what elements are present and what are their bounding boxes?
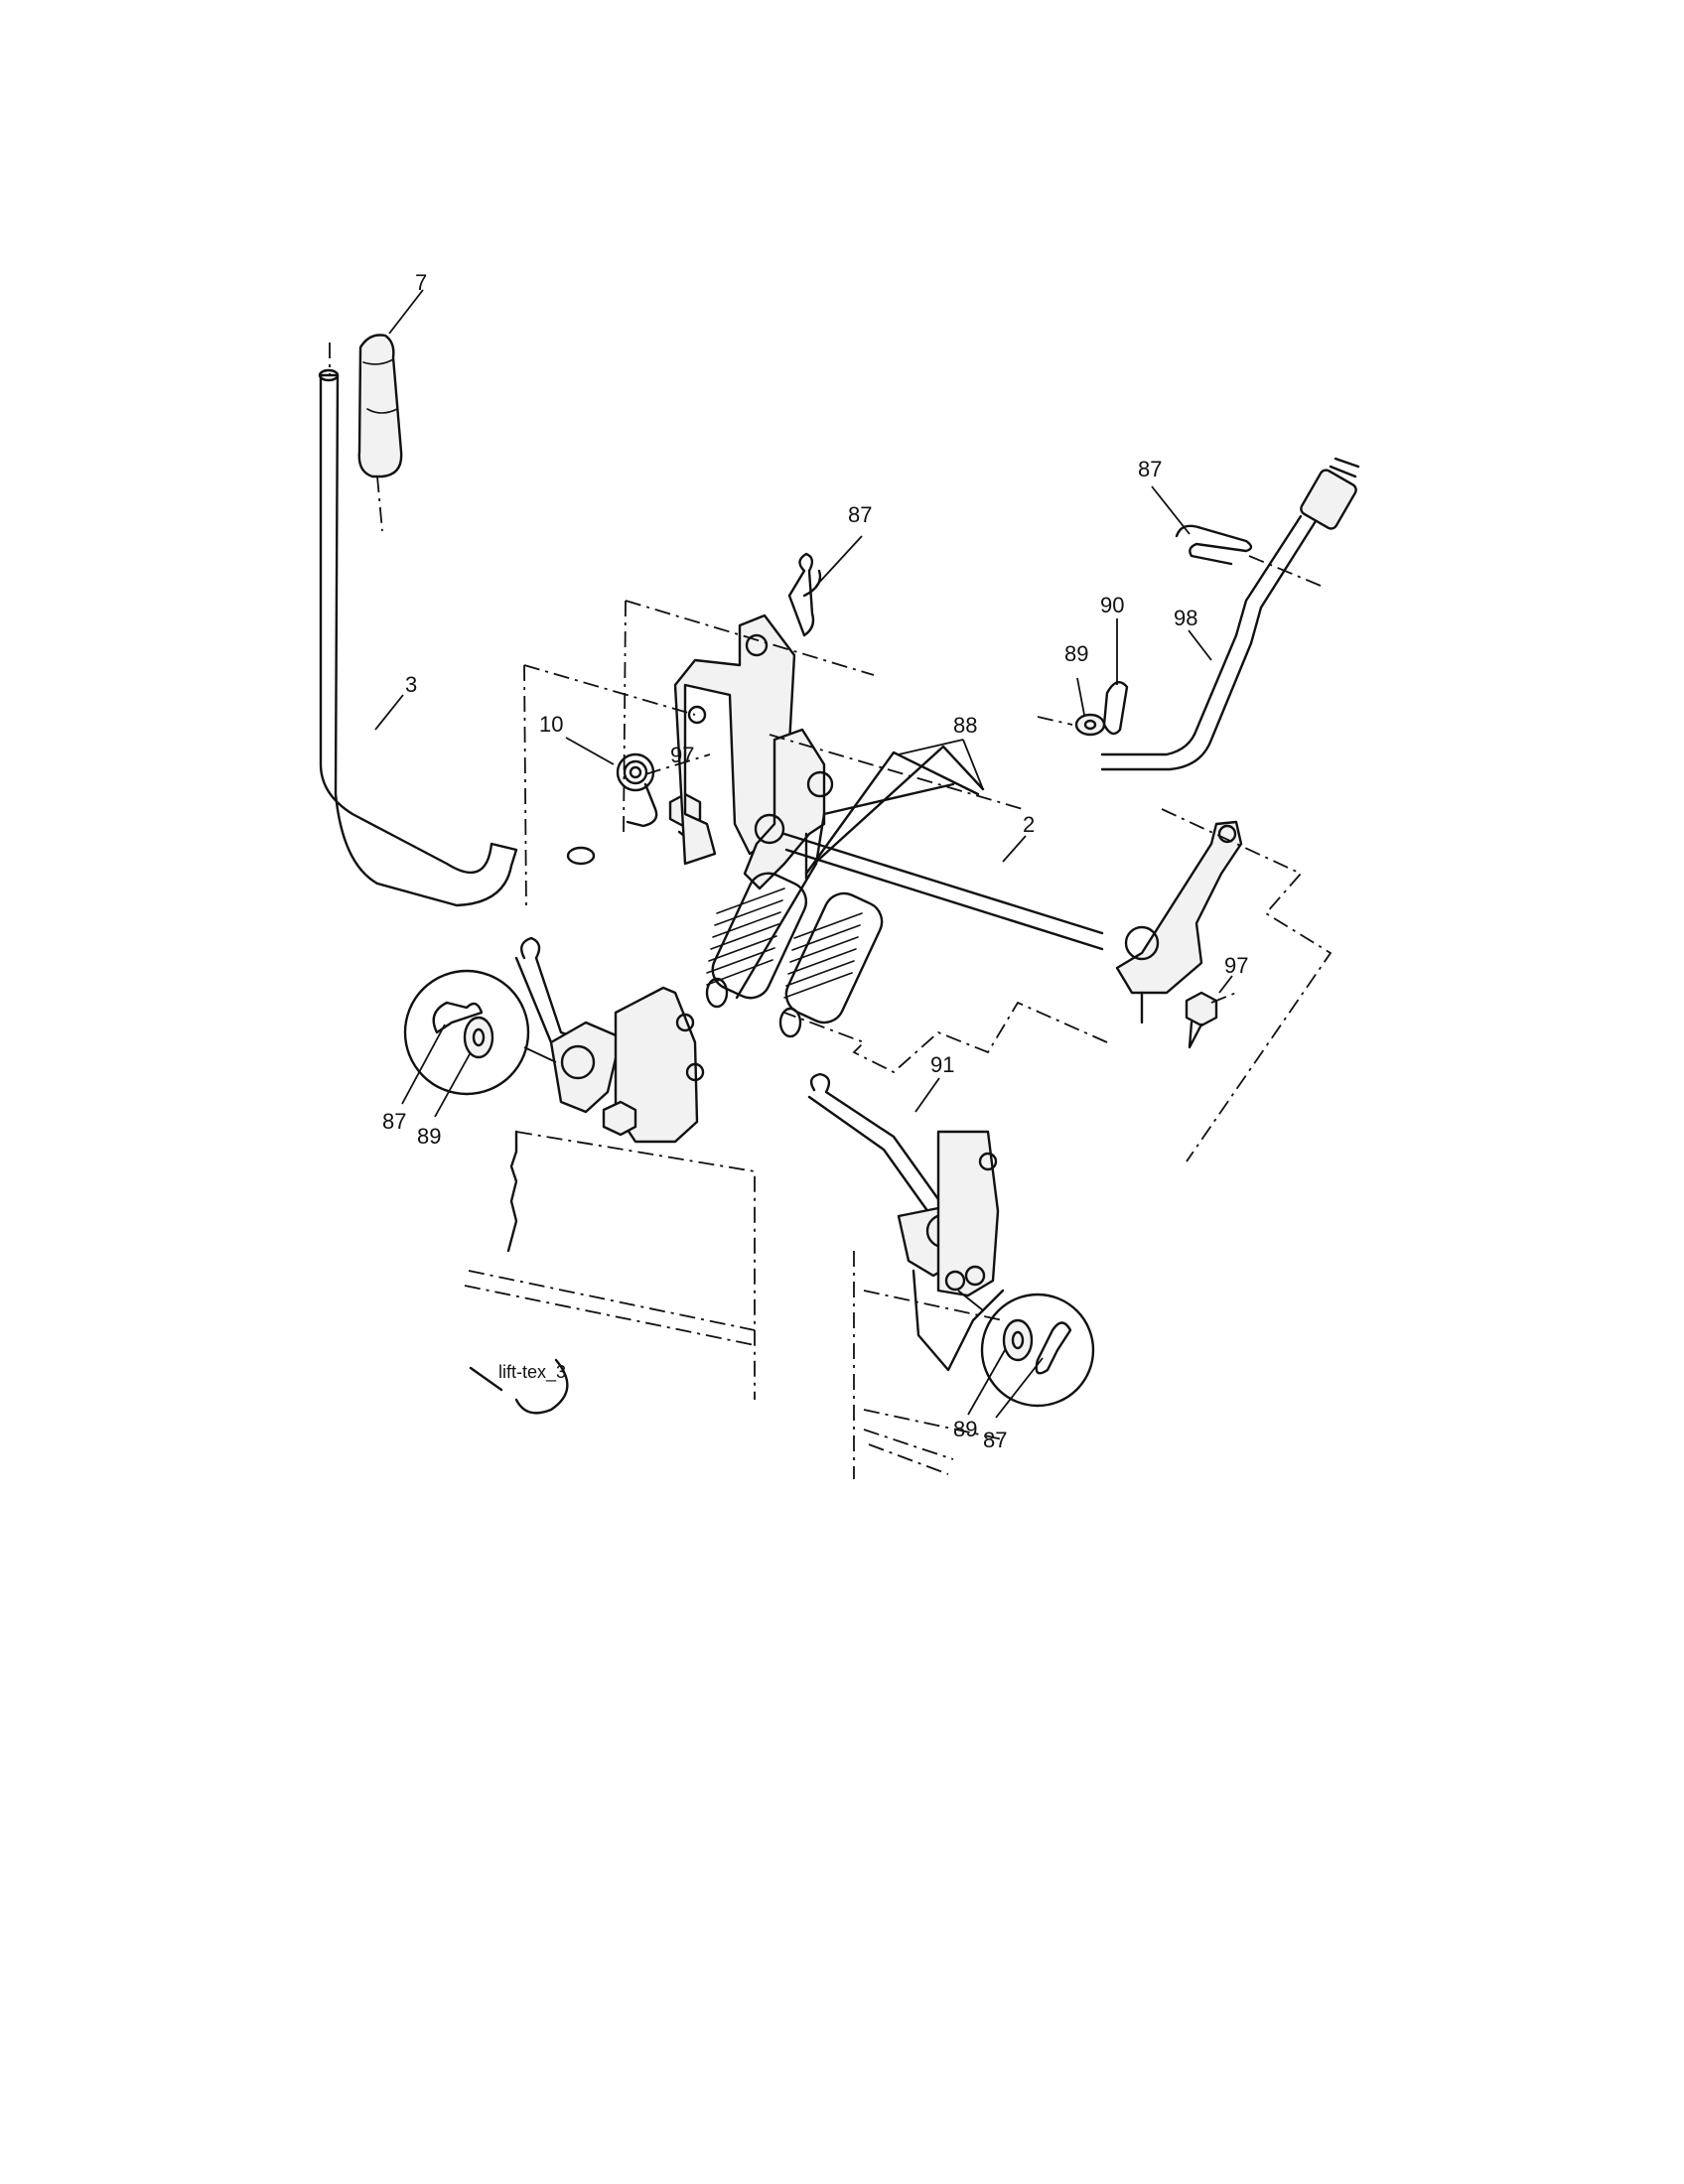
washer-part-89-right xyxy=(1074,713,1106,737)
callout-2: 2 xyxy=(1023,812,1035,837)
right-deck-hanger xyxy=(897,1130,1000,1297)
handle-grip-part-7 xyxy=(357,334,403,532)
hair-pin-clip-part-87-right xyxy=(1175,524,1253,566)
cotter-pin-part-90 xyxy=(1102,681,1129,736)
callout-97-left: 97 xyxy=(670,743,694,767)
right-detail-circle xyxy=(957,1290,1095,1408)
callout-90: 90 xyxy=(1100,593,1124,617)
callout-89-right-detail: 89 xyxy=(953,1417,977,1441)
callout-3: 3 xyxy=(405,672,417,697)
callout-leaders xyxy=(374,289,1233,1419)
lift-handle-part-3 xyxy=(318,342,596,907)
callout-91: 91 xyxy=(930,1052,954,1077)
callout-97-right: 97 xyxy=(1224,953,1248,978)
callout-98: 98 xyxy=(1174,606,1197,630)
lift-shaft-part-2 xyxy=(782,820,1243,1024)
callout-87-right: 87 xyxy=(1138,457,1162,481)
callout-87-right-detail: 87 xyxy=(983,1428,1007,1452)
extension-springs-part-88 xyxy=(705,745,985,1038)
callout-labels: 7 3 10 97 87 88 2 87 90 98 89 97 91 87 8… xyxy=(382,270,1248,1452)
callout-87-top: 87 xyxy=(848,502,872,527)
callout-89-right: 89 xyxy=(1064,641,1088,666)
hex-bolt-part-97-right xyxy=(1185,991,1218,1049)
left-detail-circle xyxy=(403,969,557,1096)
hair-pin-clip-part-87-top xyxy=(787,552,822,637)
callout-87-left-detail: 87 xyxy=(382,1109,406,1134)
drawing-tag-label: lift-tex_3 xyxy=(498,1362,566,1383)
center-brackets xyxy=(673,614,834,890)
callout-88: 88 xyxy=(953,713,977,738)
callout-7: 7 xyxy=(415,270,427,295)
drawing-tag: lift-tex_3 xyxy=(469,1358,569,1415)
callout-89-left-detail: 89 xyxy=(417,1124,441,1149)
left-deck-hanger xyxy=(514,936,705,1144)
left-deck-side xyxy=(464,1130,756,1400)
lift-link-rod-part-98 xyxy=(1100,457,1360,771)
callout-10: 10 xyxy=(539,712,563,737)
phantom-outlines xyxy=(523,555,1333,1162)
